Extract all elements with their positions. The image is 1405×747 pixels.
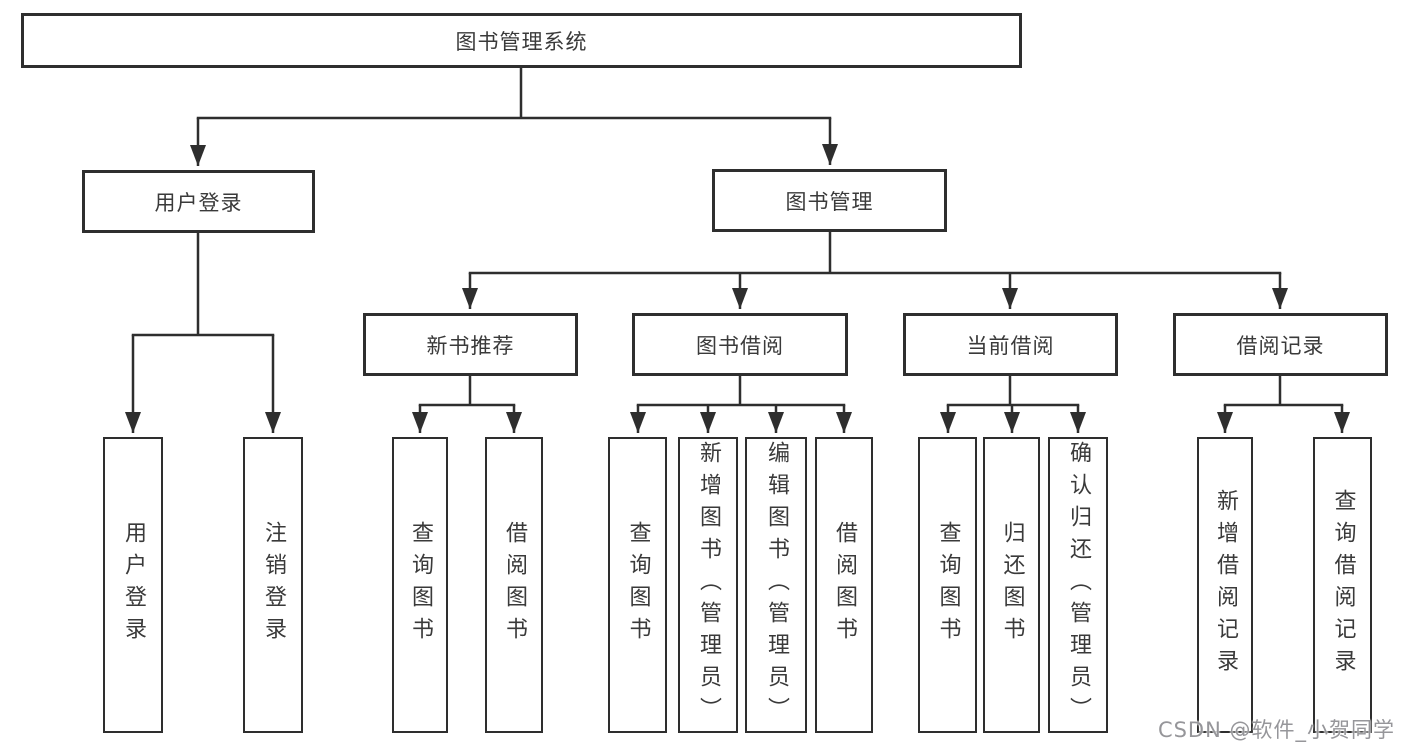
leaf-return-books: 归还图书 — [983, 437, 1040, 733]
leaf-query-borrow-record: 查询借阅记录 — [1313, 437, 1372, 733]
leaf-query-books-borrow-label: 查询图书 — [625, 521, 651, 649]
node-borrowing-records: 借阅记录 — [1173, 313, 1388, 376]
leaf-add-borrow-record-label: 新增借阅记录 — [1213, 489, 1238, 681]
node-user-login: 用户登录 — [82, 170, 315, 233]
leaf-query-books-recommend-label: 查询图书 — [408, 521, 433, 649]
leaf-confirm-return-admin: 确认归还（管理员） — [1048, 437, 1108, 733]
connector-arrows — [125, 118, 1350, 433]
leaf-query-books-borrow: 查询图书 — [608, 437, 667, 733]
leaf-query-books-recommend: 查询图书 — [392, 437, 448, 733]
leaf-user-login-label: 用户登录 — [121, 521, 146, 649]
leaf-logout: 注销登录 — [243, 437, 303, 733]
node-book-management: 图书管理 — [712, 169, 947, 232]
node-book-borrowing-label: 图书借阅 — [696, 333, 784, 358]
node-new-book-recommendation: 新书推荐 — [363, 313, 578, 376]
leaf-logout-label: 注销登录 — [261, 521, 286, 649]
node-library-management-system: 图书管理系统 — [21, 13, 1022, 68]
leaf-borrow-books: 借阅图书 — [815, 437, 873, 733]
node-book-management-label: 图书管理 — [785, 189, 874, 214]
leaf-add-books-admin-label: 新增图书（管理员） — [696, 441, 721, 729]
connector-paths — [131, 66, 1344, 407]
leaf-query-books-current: 查询图书 — [918, 437, 977, 733]
leaf-add-borrow-record: 新增借阅记录 — [1197, 437, 1253, 733]
leaf-return-books-label: 归还图书 — [999, 521, 1025, 649]
node-book-borrowing: 图书借阅 — [632, 313, 848, 376]
node-user-login-label: 用户登录 — [154, 190, 243, 215]
leaf-query-borrow-record-label: 查询借阅记录 — [1330, 489, 1356, 681]
leaf-confirm-return-admin-label: 确认归还（管理员） — [1066, 441, 1091, 729]
leaf-add-books-admin: 新增图书（管理员） — [678, 437, 738, 733]
node-new-book-recommendation-label: 新书推荐 — [426, 333, 515, 358]
leaf-borrow-books-recommend: 借阅图书 — [485, 437, 543, 733]
leaf-query-books-current-label: 查询图书 — [935, 521, 961, 649]
leaf-edit-books-admin-label: 编辑图书（管理员） — [764, 441, 789, 729]
node-borrowing-records-label: 借阅记录 — [1236, 333, 1325, 358]
node-current-borrowing: 当前借阅 — [903, 313, 1118, 376]
watermark: CSDN @软件_小贺同学 — [1157, 718, 1395, 742]
node-current-borrowing-label: 当前借阅 — [966, 333, 1055, 358]
leaf-user-login: 用户登录 — [103, 437, 163, 733]
leaf-edit-books-admin: 编辑图书（管理员） — [745, 437, 807, 733]
leaf-borrow-books-recommend-label: 借阅图书 — [502, 521, 527, 649]
node-library-management-system-label: 图书管理系统 — [455, 29, 588, 54]
leaf-borrow-books-label: 借阅图书 — [832, 521, 857, 649]
